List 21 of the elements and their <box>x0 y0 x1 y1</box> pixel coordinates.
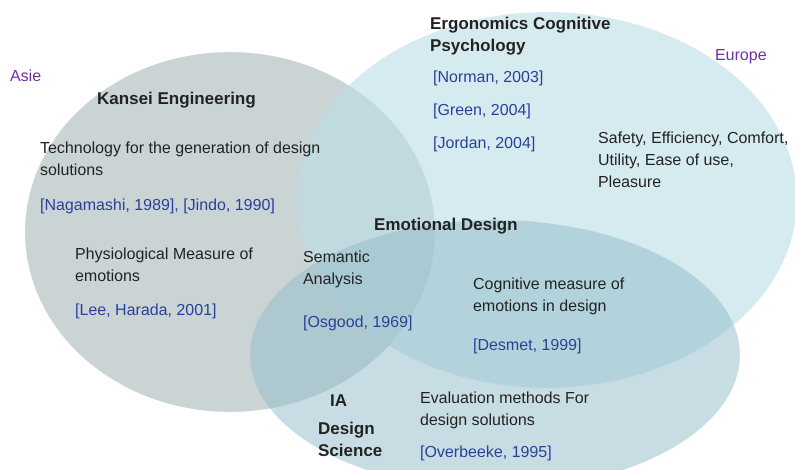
description-text: Physiological Measure of emotions <box>75 245 254 287</box>
region-label: Asie <box>10 67 42 87</box>
description-text: Semantic Analysis <box>303 248 371 290</box>
heading-text: Ergonomics Cognitive Psychology <box>430 13 612 57</box>
description-text: Evaluation methods For design solutions <box>420 389 590 431</box>
description-text: Technology for the generation of design solutions <box>40 139 322 181</box>
description-text: Safety, Efficiency, Comfort, Utility, Ease of use, Pleasure <box>598 129 790 193</box>
description-text: Cognitive measure of emotions in design <box>473 275 626 317</box>
heading-text: IA <box>330 390 347 412</box>
citation-text: [Overbeeke, 1995] <box>420 443 552 463</box>
citation-text: [Green, 2004] <box>433 101 531 121</box>
heading-text: Kansei Engineering <box>97 88 256 110</box>
heading-text: Emotional Design <box>374 214 518 236</box>
region-label: Europe <box>715 46 767 66</box>
citation-text: [Nagamashi, 1989], [Jindo, 1990] <box>40 196 275 216</box>
citation-text: [Norman, 2003] <box>433 68 544 88</box>
citation-text: [Osgood, 1969] <box>303 313 412 333</box>
citation-text: [Lee, Harada, 2001] <box>75 301 216 321</box>
citation-text: [Desmet, 1999] <box>473 336 582 356</box>
citation-text: [Jordan, 2004] <box>433 134 536 154</box>
heading-text: Design Science <box>318 418 384 462</box>
